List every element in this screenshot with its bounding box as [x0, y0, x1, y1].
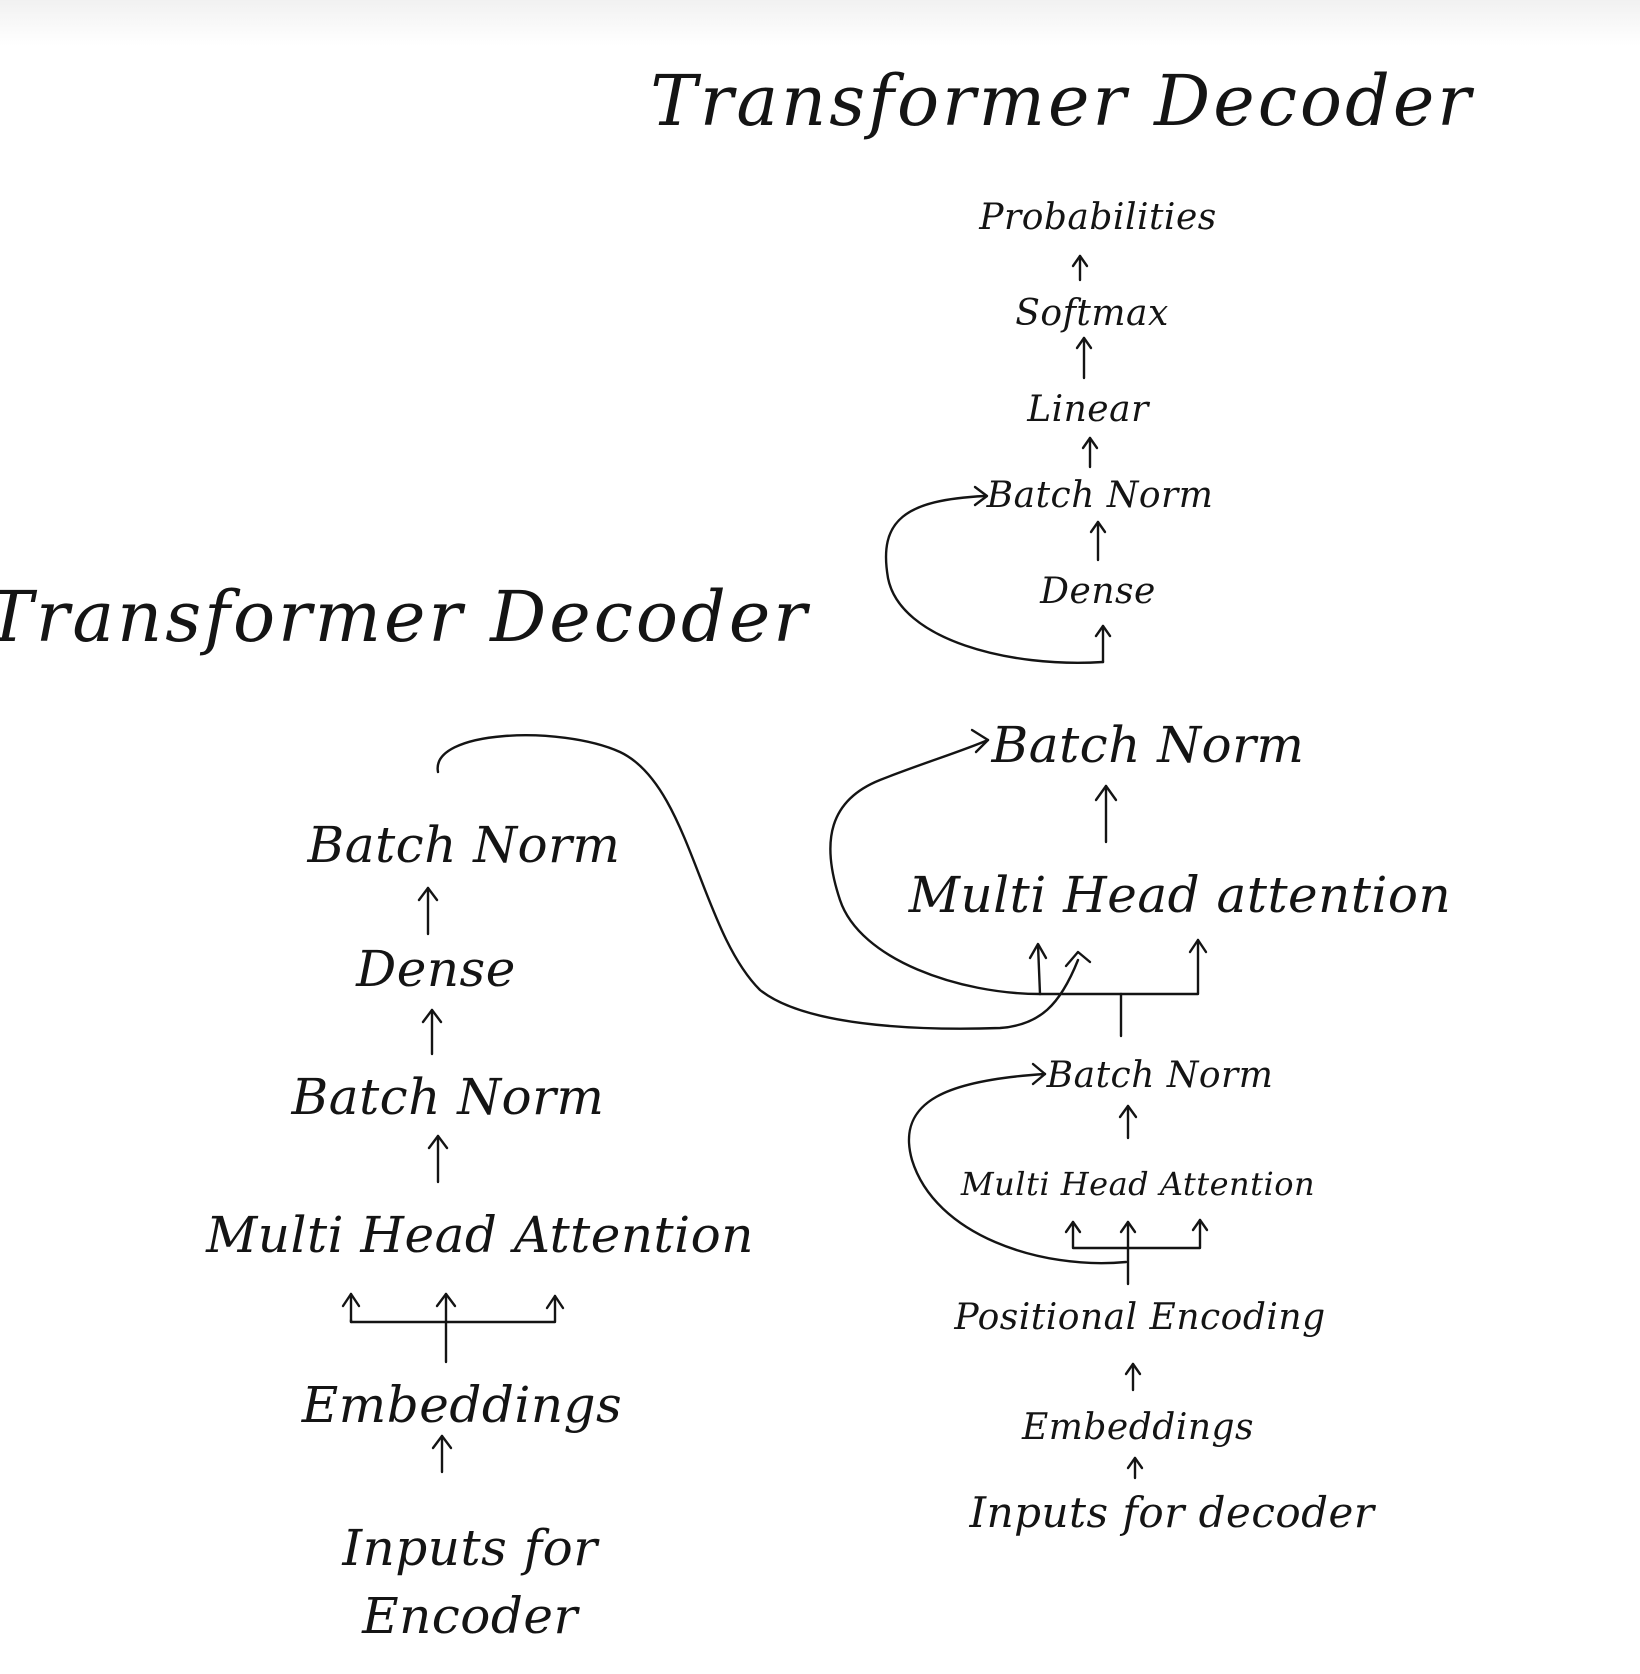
decoder-residual-2: [829, 738, 1042, 996]
decoder-arrow-self-attention-to-norm: [1118, 1104, 1138, 1140]
decoder-arrow-norm-to-linear: [1081, 436, 1099, 469]
decoder-arrow-softmax-to-probabilities: [1071, 254, 1089, 282]
decoder-residual-3: [884, 494, 1105, 664]
encoder-norm-2: Batch Norm: [307, 816, 621, 874]
cross-attention-arrowhead-kv: [1064, 950, 1092, 968]
decoder-norm-3: Batch Norm: [986, 475, 1214, 516]
encoder-attention: Multi Head Attention: [206, 1206, 754, 1264]
decoder-residual-2-arrowhead: [970, 728, 990, 754]
decoder-cross-attention: Multi Head attention: [908, 866, 1452, 924]
decoder-fork-into-cross-attention: [1028, 938, 1208, 1038]
decoder-norm-2: Batch Norm: [991, 716, 1305, 774]
decoder-residual-1-arrowhead: [1031, 1062, 1047, 1086]
encoder-embeddings: Embeddings: [301, 1376, 623, 1434]
encoder-qkv-fork: [341, 1292, 565, 1364]
decoder-arrow-cross-attention-to-norm: [1094, 784, 1118, 844]
encoder-arrow-dense-to-norm: [417, 886, 439, 936]
decoder-arrow-linear-to-softmax: [1075, 336, 1093, 380]
decoder-softmax: Softmax: [1015, 293, 1169, 334]
decoder-embeddings: Embeddings: [1021, 1407, 1255, 1448]
decoder-residual-3-arrowhead: [973, 485, 989, 507]
decoder-self-attention: Multi Head Attention: [960, 1165, 1316, 1203]
decoder-norm-1: Batch Norm: [1046, 1055, 1274, 1096]
decoder-arrow-inputs-to-embeddings: [1126, 1456, 1144, 1480]
decoder-arrow-norm-to-dense: [1094, 624, 1112, 664]
decoder-dense: Dense: [1040, 571, 1156, 612]
encoder-inputs: Inputs for Encoder: [342, 1519, 598, 1645]
decoder-inputs: Inputs for decoder: [969, 1488, 1375, 1537]
encoder-title: Transformer Decoder: [0, 576, 810, 658]
encoder-norm-1: Batch Norm: [291, 1068, 605, 1126]
decoder-positional-encoding: Positional Encoding: [954, 1297, 1326, 1338]
encoder-arrow-norm-to-dense: [421, 1008, 443, 1056]
encoder-arrow-inputs-to-embeddings: [431, 1434, 453, 1474]
decoder-arrow-dense-to-norm: [1089, 520, 1107, 562]
encoder-dense: Dense: [356, 940, 516, 998]
decoder-residual-1: [907, 1072, 1128, 1265]
decoder-arrow-embeddings-to-positional: [1124, 1362, 1142, 1392]
encoder-output-to-cross-attention-curve: [436, 734, 1080, 1030]
decoder-qkv-fork-self-attention: [1064, 1218, 1209, 1286]
decoder-probabilities: Probabilities: [979, 197, 1217, 238]
encoder-arrow-attention-to-norm: [427, 1134, 449, 1184]
decoder-title: Transformer Decoder: [650, 60, 1474, 142]
decoder-linear: Linear: [1027, 389, 1149, 430]
